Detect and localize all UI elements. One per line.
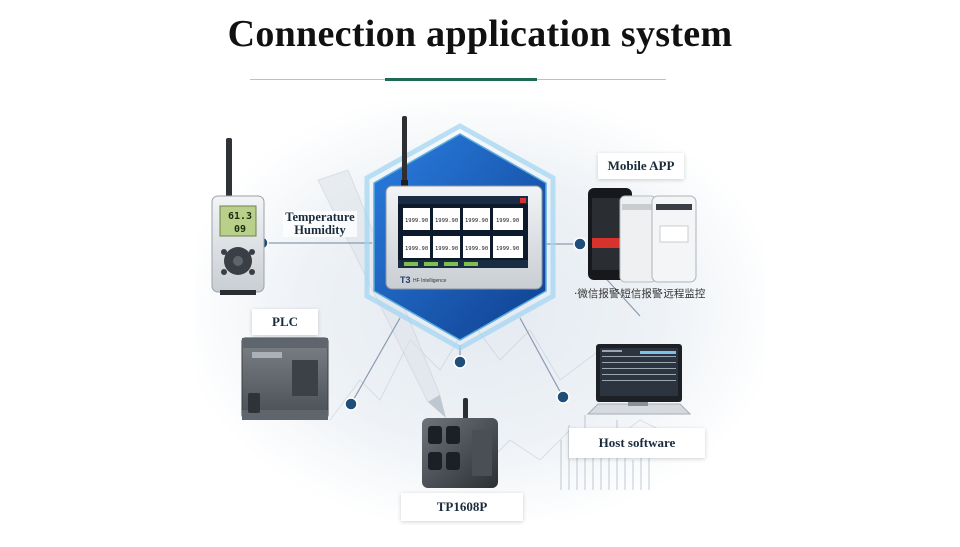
tp1608p-device (422, 398, 498, 488)
sensor-reading: 09 (234, 224, 246, 235)
screen-reading: 1999.90 (405, 218, 428, 224)
mobile-feature-remote: ·远程监控 (660, 288, 706, 300)
plc-device (241, 337, 329, 420)
node-dot-plc (344, 397, 358, 411)
screen-reading: 1999.90 (465, 246, 488, 252)
screen-reading: 1999.90 (496, 218, 519, 224)
sensor-reading: 61.3 (228, 211, 252, 222)
screen-reading: 1999.90 (496, 246, 519, 252)
humidity-label: Humidity (294, 223, 346, 237)
sensor-display-readings: 61.3 09 (228, 211, 252, 235)
node-dot-host (556, 390, 570, 404)
node-dot-right (573, 237, 587, 251)
host-software-label: Host software (569, 428, 705, 458)
screen-reading: 1999.90 (405, 246, 428, 252)
screen-reading: 1999.90 (465, 218, 488, 224)
mobile-feature-wechat: ·微信报警 (574, 288, 620, 300)
touchscreen-recorder: T3 HF Intelligence (385, 116, 543, 290)
mobile-app-label: Mobile APP (598, 153, 684, 179)
host-computer (586, 344, 692, 415)
screen-reading: 1999.90 (435, 246, 458, 252)
mobile-phones (588, 188, 697, 283)
screen-tagline: HF Intelligence (413, 278, 447, 284)
screen-readings: 1999.90 1999.90 1999.90 1999.90 1999.90 … (405, 218, 519, 252)
page-title: Connection application system (227, 13, 733, 55)
screen-brand: T3 (400, 275, 411, 285)
title-divider-accent (385, 78, 537, 81)
temperature-label: Temperature (285, 210, 355, 224)
temperature-humidity-label: Temperature Humidity (283, 211, 357, 237)
tp1608p-label: TP1608P (401, 493, 523, 521)
mobile-feature-sms: ·短信报警 (617, 288, 663, 300)
node-dot-bottom (453, 355, 467, 369)
wireless-sensor-device (211, 138, 265, 295)
plc-label: PLC (252, 309, 318, 335)
screen-reading: 1999.90 (435, 218, 458, 224)
